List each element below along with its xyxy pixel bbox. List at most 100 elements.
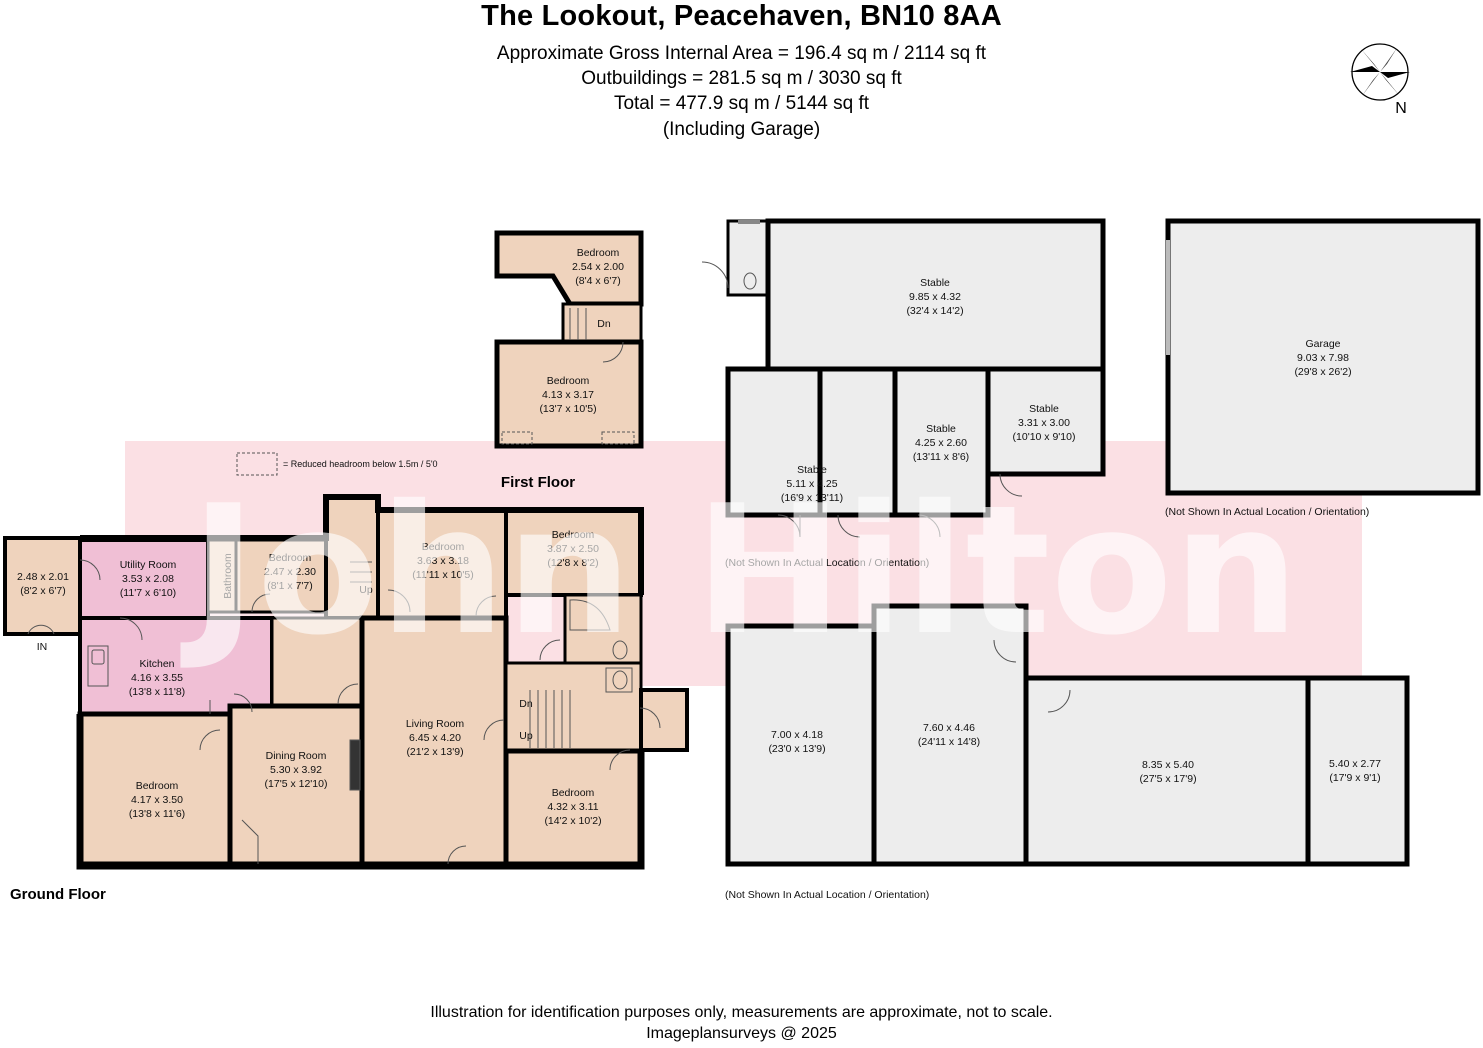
room-size-ft: (13'8 x 11'6) — [129, 808, 185, 820]
room-size-m: 4.25 x 2.60 — [915, 437, 967, 449]
room-name: Kitchen — [139, 658, 174, 670]
room-size-m: 4.17 x 3.50 — [131, 794, 183, 806]
ground-floor-plan — [3, 494, 689, 870]
stair-hall — [504, 661, 643, 753]
room-size-m: 4.16 x 3.55 — [131, 672, 183, 684]
porch — [3, 536, 82, 636]
room-name: Stable — [920, 277, 950, 289]
room-size-ft: (13'11 x 8'6) — [913, 451, 969, 463]
room-size-m: 7.60 x 4.46 — [923, 722, 975, 734]
first-floor-bedroom-lower — [494, 339, 644, 449]
watermark-text: John Hilton — [180, 467, 1299, 674]
room-size-m: 6.45 x 4.20 — [409, 732, 461, 744]
location-note: (Not Shown In Actual Location / Orientat… — [725, 889, 929, 901]
room-name: Garage — [1305, 338, 1340, 350]
ensuite — [563, 593, 643, 665]
room-size-m: 7.00 x 4.18 — [771, 729, 823, 741]
room-size-ft: (11'11 x 10'5) — [412, 569, 473, 581]
room-size-m: 4.32 x 3.11 — [547, 801, 598, 813]
room-name: Living Room — [406, 718, 465, 730]
room-size-ft: (8'2 x 6'7) — [20, 585, 65, 597]
stable-large — [765, 218, 1106, 372]
stable-a — [725, 366, 823, 518]
room-name: Bedroom — [552, 787, 595, 799]
room-name: Stable — [926, 423, 956, 435]
stair-label: Dn — [519, 698, 533, 710]
stables-block — [701, 218, 1106, 538]
stair-label: Dn — [597, 318, 611, 330]
room-size-m: 5.40 x 2.77 — [1329, 758, 1381, 770]
entry-label: IN — [37, 641, 48, 653]
room-size-ft: (21'2 x 13'9) — [406, 746, 463, 758]
room-size-ft: (32'4 x 14'2) — [906, 305, 963, 317]
room-size-ft: (17'9 x 9'1) — [1329, 772, 1380, 784]
gross-area-line: Approximate Gross Internal Area = 196.4 … — [496, 43, 987, 64]
room-size-m: 3.53 x 2.08 — [122, 573, 174, 585]
room-size-ft: (12'8 x 8'2) — [547, 557, 598, 569]
room-name: Stable — [797, 464, 827, 476]
room-name: Bedroom — [552, 529, 595, 541]
room-name: Bedroom — [136, 780, 179, 792]
room-name: Utility Room — [120, 559, 177, 571]
location-note: (Not Shown In Actual Location / Orientat… — [1165, 506, 1369, 518]
footer-credit: Imageplansurveys @ 2025 — [646, 1025, 837, 1042]
entrance-lobby — [639, 688, 689, 752]
garage — [1165, 218, 1481, 496]
room-size-m: 3.31 x 3.00 — [1018, 417, 1070, 429]
room-name: Bedroom — [269, 552, 312, 564]
outbuildings-area-line: Outbuildings = 281.5 sq m / 3030 sq ft — [581, 68, 902, 89]
room-size-ft: (11'7 x 6'10) — [120, 587, 176, 599]
room-size-ft: (8'4 x 6'7) — [575, 275, 620, 287]
room-size-m: 5.30 x 3.92 — [270, 764, 322, 776]
room-size-ft: (16'9 x 13'11) — [781, 492, 843, 504]
footer-disclaimer: Illustration for identification purposes… — [430, 1004, 1053, 1021]
total-area-line: Total = 477.9 sq m / 5144 sq ft — [613, 93, 870, 114]
plan-title: The Lookout, Peacehaven, BN10 8AA — [481, 0, 1002, 32]
room-size-ft: (27'5 x 17'9) — [1139, 773, 1196, 785]
room-size-ft: (13'7 x 10'5) — [539, 403, 596, 415]
outbuilding-room-4 — [1305, 675, 1410, 867]
garage-note: (Including Garage) — [662, 119, 821, 140]
living-room — [359, 615, 509, 867]
outbuilding-room-1 — [725, 623, 877, 867]
outbuilding-rooms — [725, 603, 1410, 867]
room-size-ft: (14'2 x 10'2) — [544, 815, 601, 827]
room-name: Stable — [1029, 403, 1059, 415]
ground-floor-label: Ground Floor — [10, 886, 106, 903]
compass-north-label: N — [1395, 100, 1407, 117]
room-size-ft: (23'0 x 13'9) — [768, 743, 825, 755]
outbuilding-room-3 — [1023, 675, 1311, 867]
room-size-ft: (29'8 x 26'2) — [1294, 366, 1351, 378]
location-note: (Not Shown In Actual Location / Orientat… — [725, 557, 929, 569]
room-size-ft: (17'5 x 12'10) — [265, 778, 328, 790]
room-size-m: 2.54 x 2.00 — [572, 261, 624, 273]
stable-c — [985, 366, 1106, 477]
room-size-m: 9.85 x 4.32 — [909, 291, 961, 303]
bedroom-sw — [77, 711, 233, 867]
room-size-ft: (24'11 x 14'8) — [918, 736, 980, 748]
room-size-ft: (10'10 x 9'10) — [1013, 431, 1076, 443]
room-name: Bedroom — [547, 375, 590, 387]
first-floor-plan — [494, 230, 644, 449]
room-name: Bedroom — [577, 247, 620, 259]
reduced-headroom-note: = Reduced headroom below 1.5m / 5'0 — [283, 459, 438, 469]
reduced-headroom-swatch — [236, 452, 278, 476]
room-size-m: 4.13 x 3.17 — [542, 389, 594, 401]
room-size-m: 2.48 x 2.01 — [17, 571, 69, 583]
stair-label: Up — [519, 730, 533, 742]
stair-label: Up — [359, 584, 373, 596]
kitchen — [78, 616, 274, 716]
room-size-ft: (13'8 x 11'8) — [129, 686, 185, 698]
room-size-m: 3.87 x 2.50 — [547, 543, 599, 555]
room-name: Bedroom — [422, 541, 465, 553]
room-size-ft: (8'1 x 7'7) — [267, 580, 312, 592]
first-floor-label: First Floor — [501, 474, 575, 491]
dining-room — [227, 703, 365, 867]
room-size-m: 2.47 x 2.30 — [264, 566, 316, 578]
room-size-m: 9.03 x 7.98 — [1297, 352, 1349, 364]
room-size-m: 5.11 x 4.25 — [786, 478, 837, 490]
room-name: Dining Room — [266, 750, 327, 762]
compass-rose-icon — [1350, 43, 1410, 101]
first-floor-landing — [561, 302, 643, 344]
